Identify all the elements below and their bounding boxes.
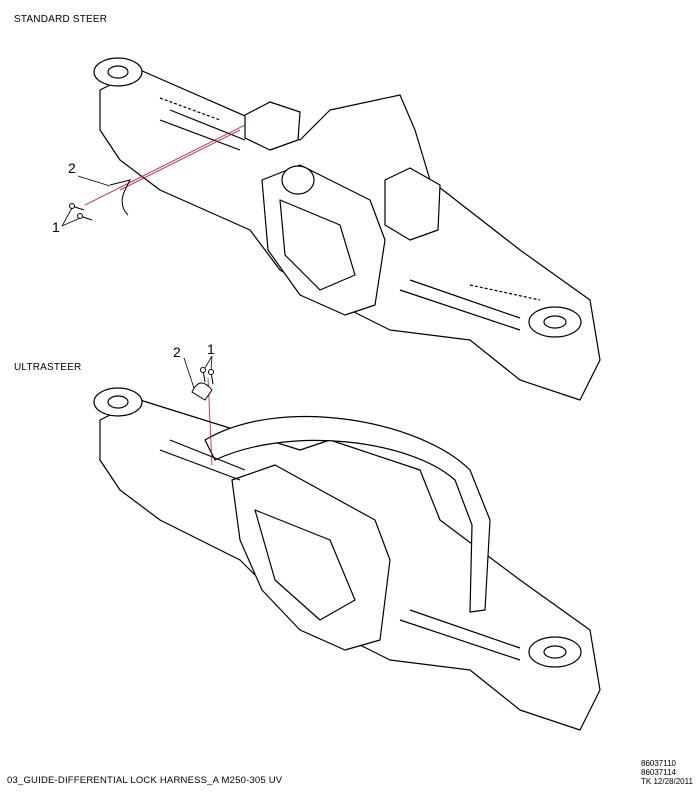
screw-part-1-standard [69,203,93,221]
section-title-standard-steer: STANDARD STEER [14,14,108,25]
clip-part-2-ultrasteer [191,382,213,401]
mount-pad [384,167,441,241]
callout-2-ultrasteer: 2 [173,344,181,360]
screw-part-1-ultrasteer [200,367,214,385]
part-number: 86037114 [641,768,676,777]
pinion-boss [281,165,315,195]
callout-1-standard: 1 [52,219,60,235]
callout-1-ultrasteer: 1 [207,341,215,357]
mount-pad [244,101,301,151]
part-numbers: 86037110 86037114 TK 12/28/2011 [641,759,693,786]
differential-housing [261,164,386,316]
hardware-parts [69,179,214,401]
differential-housing [231,464,391,651]
standard-steer-axle [93,57,601,401]
callout-lines [61,175,213,389]
figure-caption: 03_GUIDE-DIFFERENTIAL LOCK HARNESS_A M25… [7,775,283,786]
part-number: 86037110 [641,759,676,768]
date-stamp: TK 12/28/2011 [641,777,693,786]
clip-part-2-standard [109,179,131,216]
ultrasteer-arch [204,416,491,613]
callout-2-standard: 2 [68,160,76,176]
section-title-ultrasteer: ULTRASTEER [14,362,82,373]
ultrasteer-axle [93,387,601,731]
